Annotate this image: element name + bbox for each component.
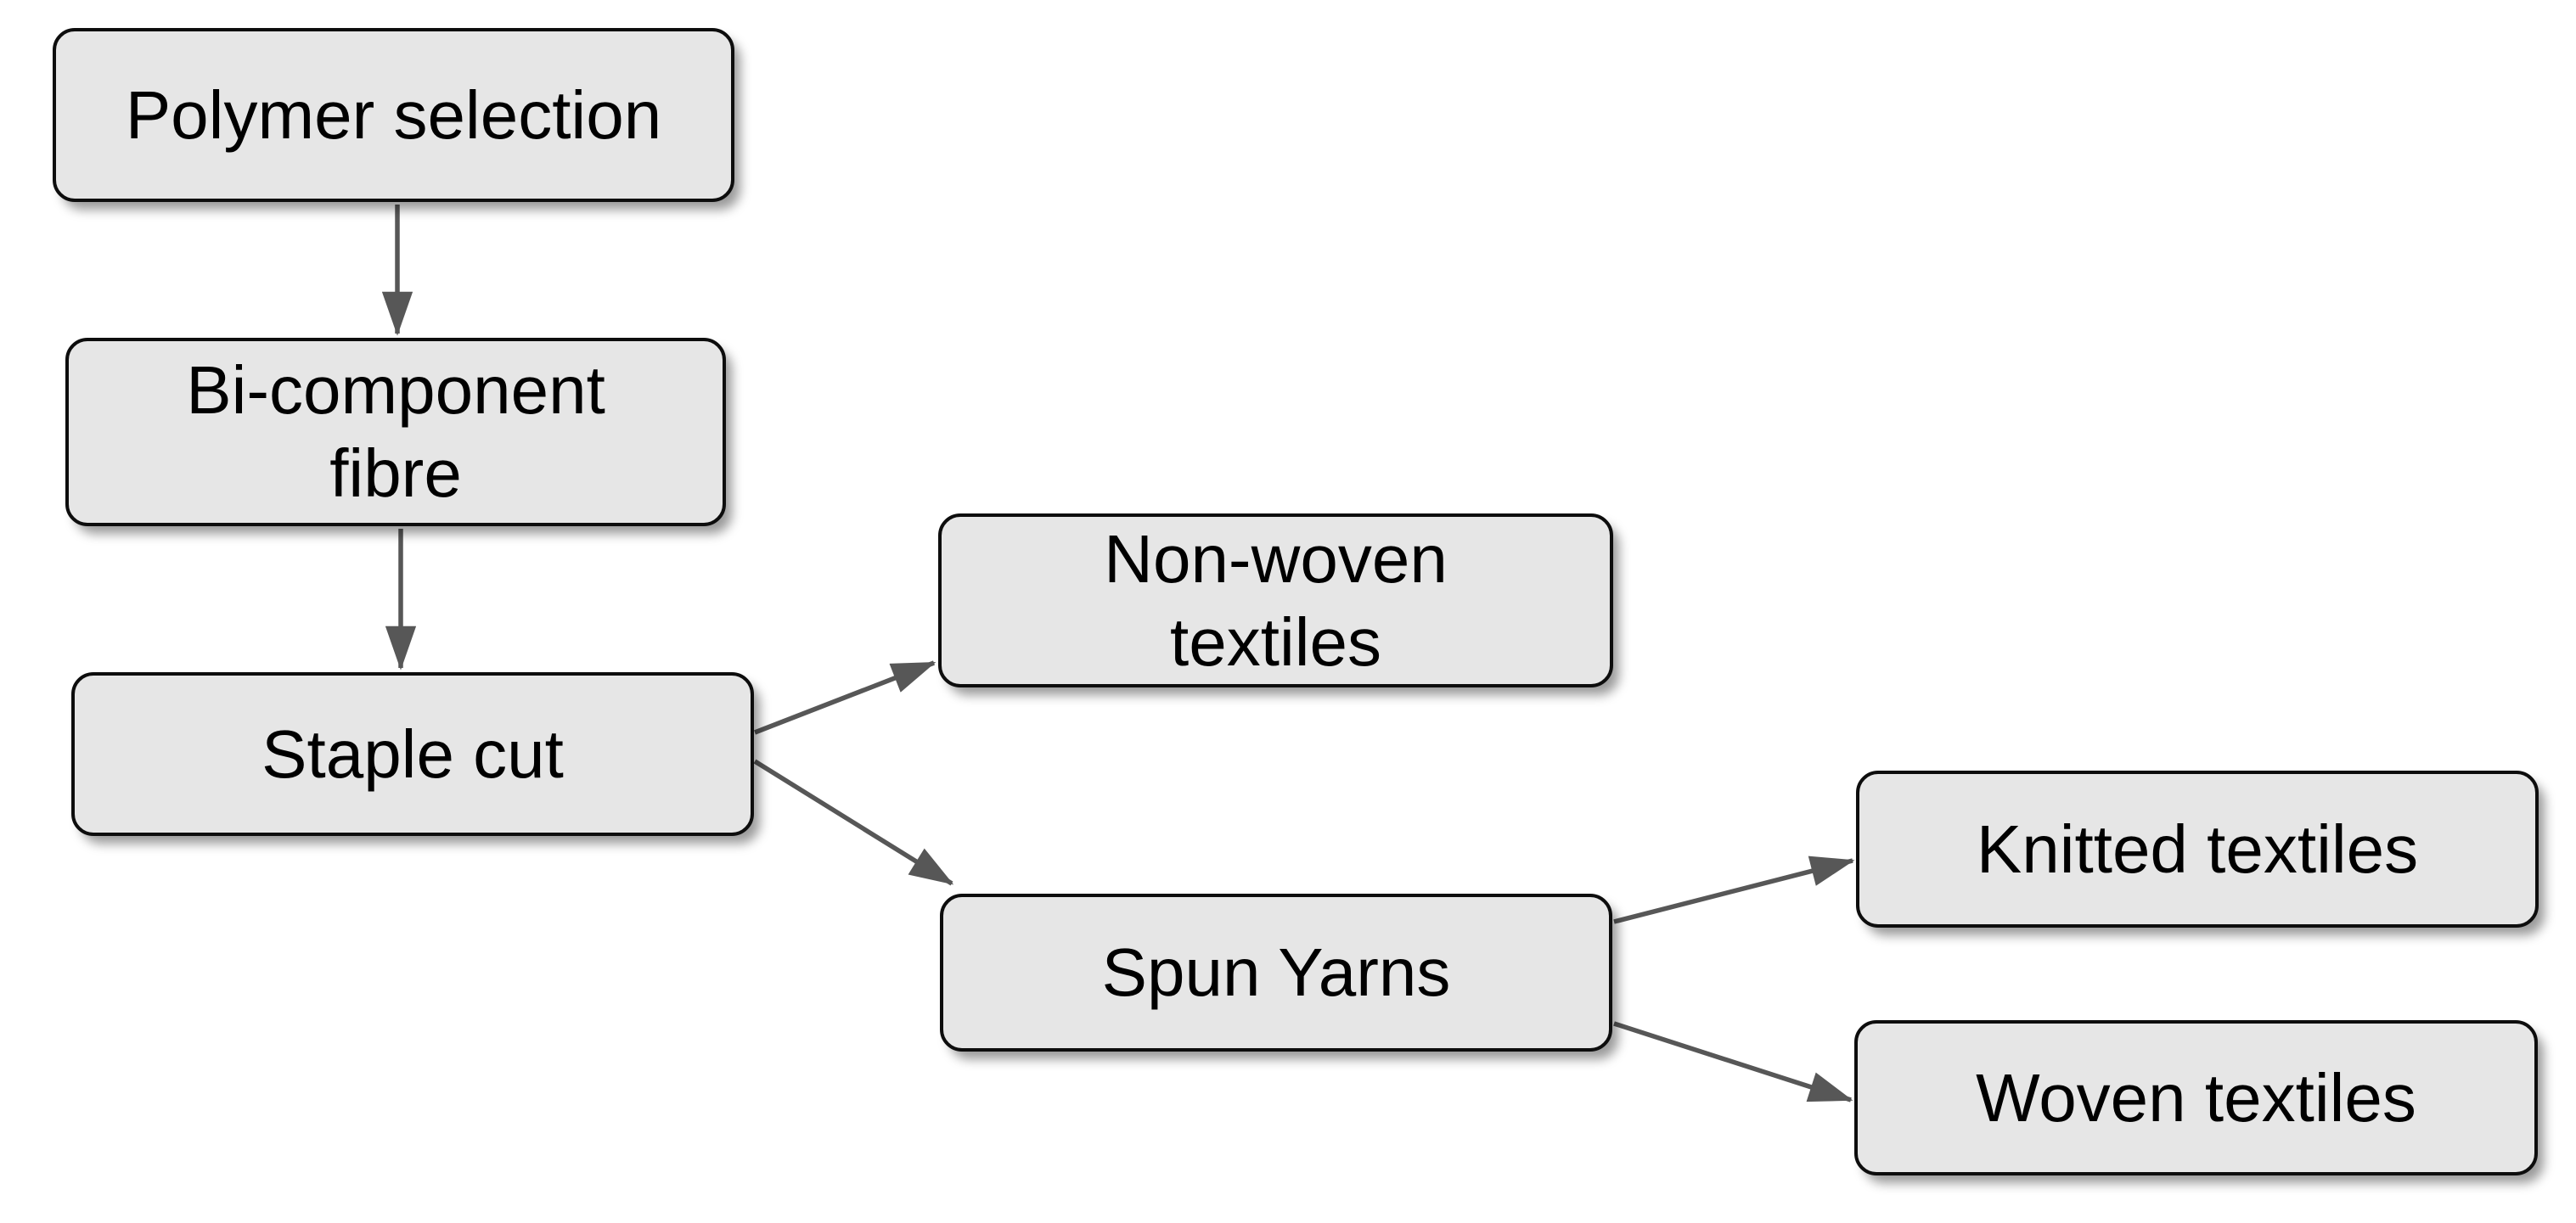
- node-bi-component-fibre-label: Bi-component fibre: [186, 352, 605, 511]
- node-woven-textiles-label: Woven textiles: [1976, 1059, 2416, 1136]
- node-knitted-textiles: Knitted textiles: [1856, 771, 2539, 928]
- edge-staple-cut-to-spun-yarns: [753, 759, 954, 886]
- node-staple-cut: Staple cut: [71, 672, 754, 836]
- node-non-woven-textiles-label: Non-woven textiles: [1104, 520, 1448, 680]
- node-staple-cut-label: Staple cut: [262, 715, 564, 792]
- node-bi-component-fibre: Bi-component fibre: [65, 338, 726, 526]
- node-woven-textiles: Woven textiles: [1854, 1020, 2538, 1175]
- node-knitted-textiles-label: Knitted textiles: [1976, 811, 2419, 887]
- node-spun-yarns-label: Spun Yarns: [1101, 934, 1451, 1011]
- edge-staple-cut-to-non-woven-textiles: [754, 660, 936, 735]
- node-polymer-selection: Polymer selection: [53, 28, 734, 202]
- node-polymer-selection-label: Polymer selection: [125, 76, 662, 153]
- edge-spun-yarns-to-knitted-textiles: [1613, 856, 1855, 924]
- edge-spun-yarns-to-woven-textiles: [1613, 1021, 1853, 1102]
- node-spun-yarns: Spun Yarns: [940, 894, 1612, 1052]
- node-non-woven-textiles: Non-woven textiles: [938, 513, 1613, 687]
